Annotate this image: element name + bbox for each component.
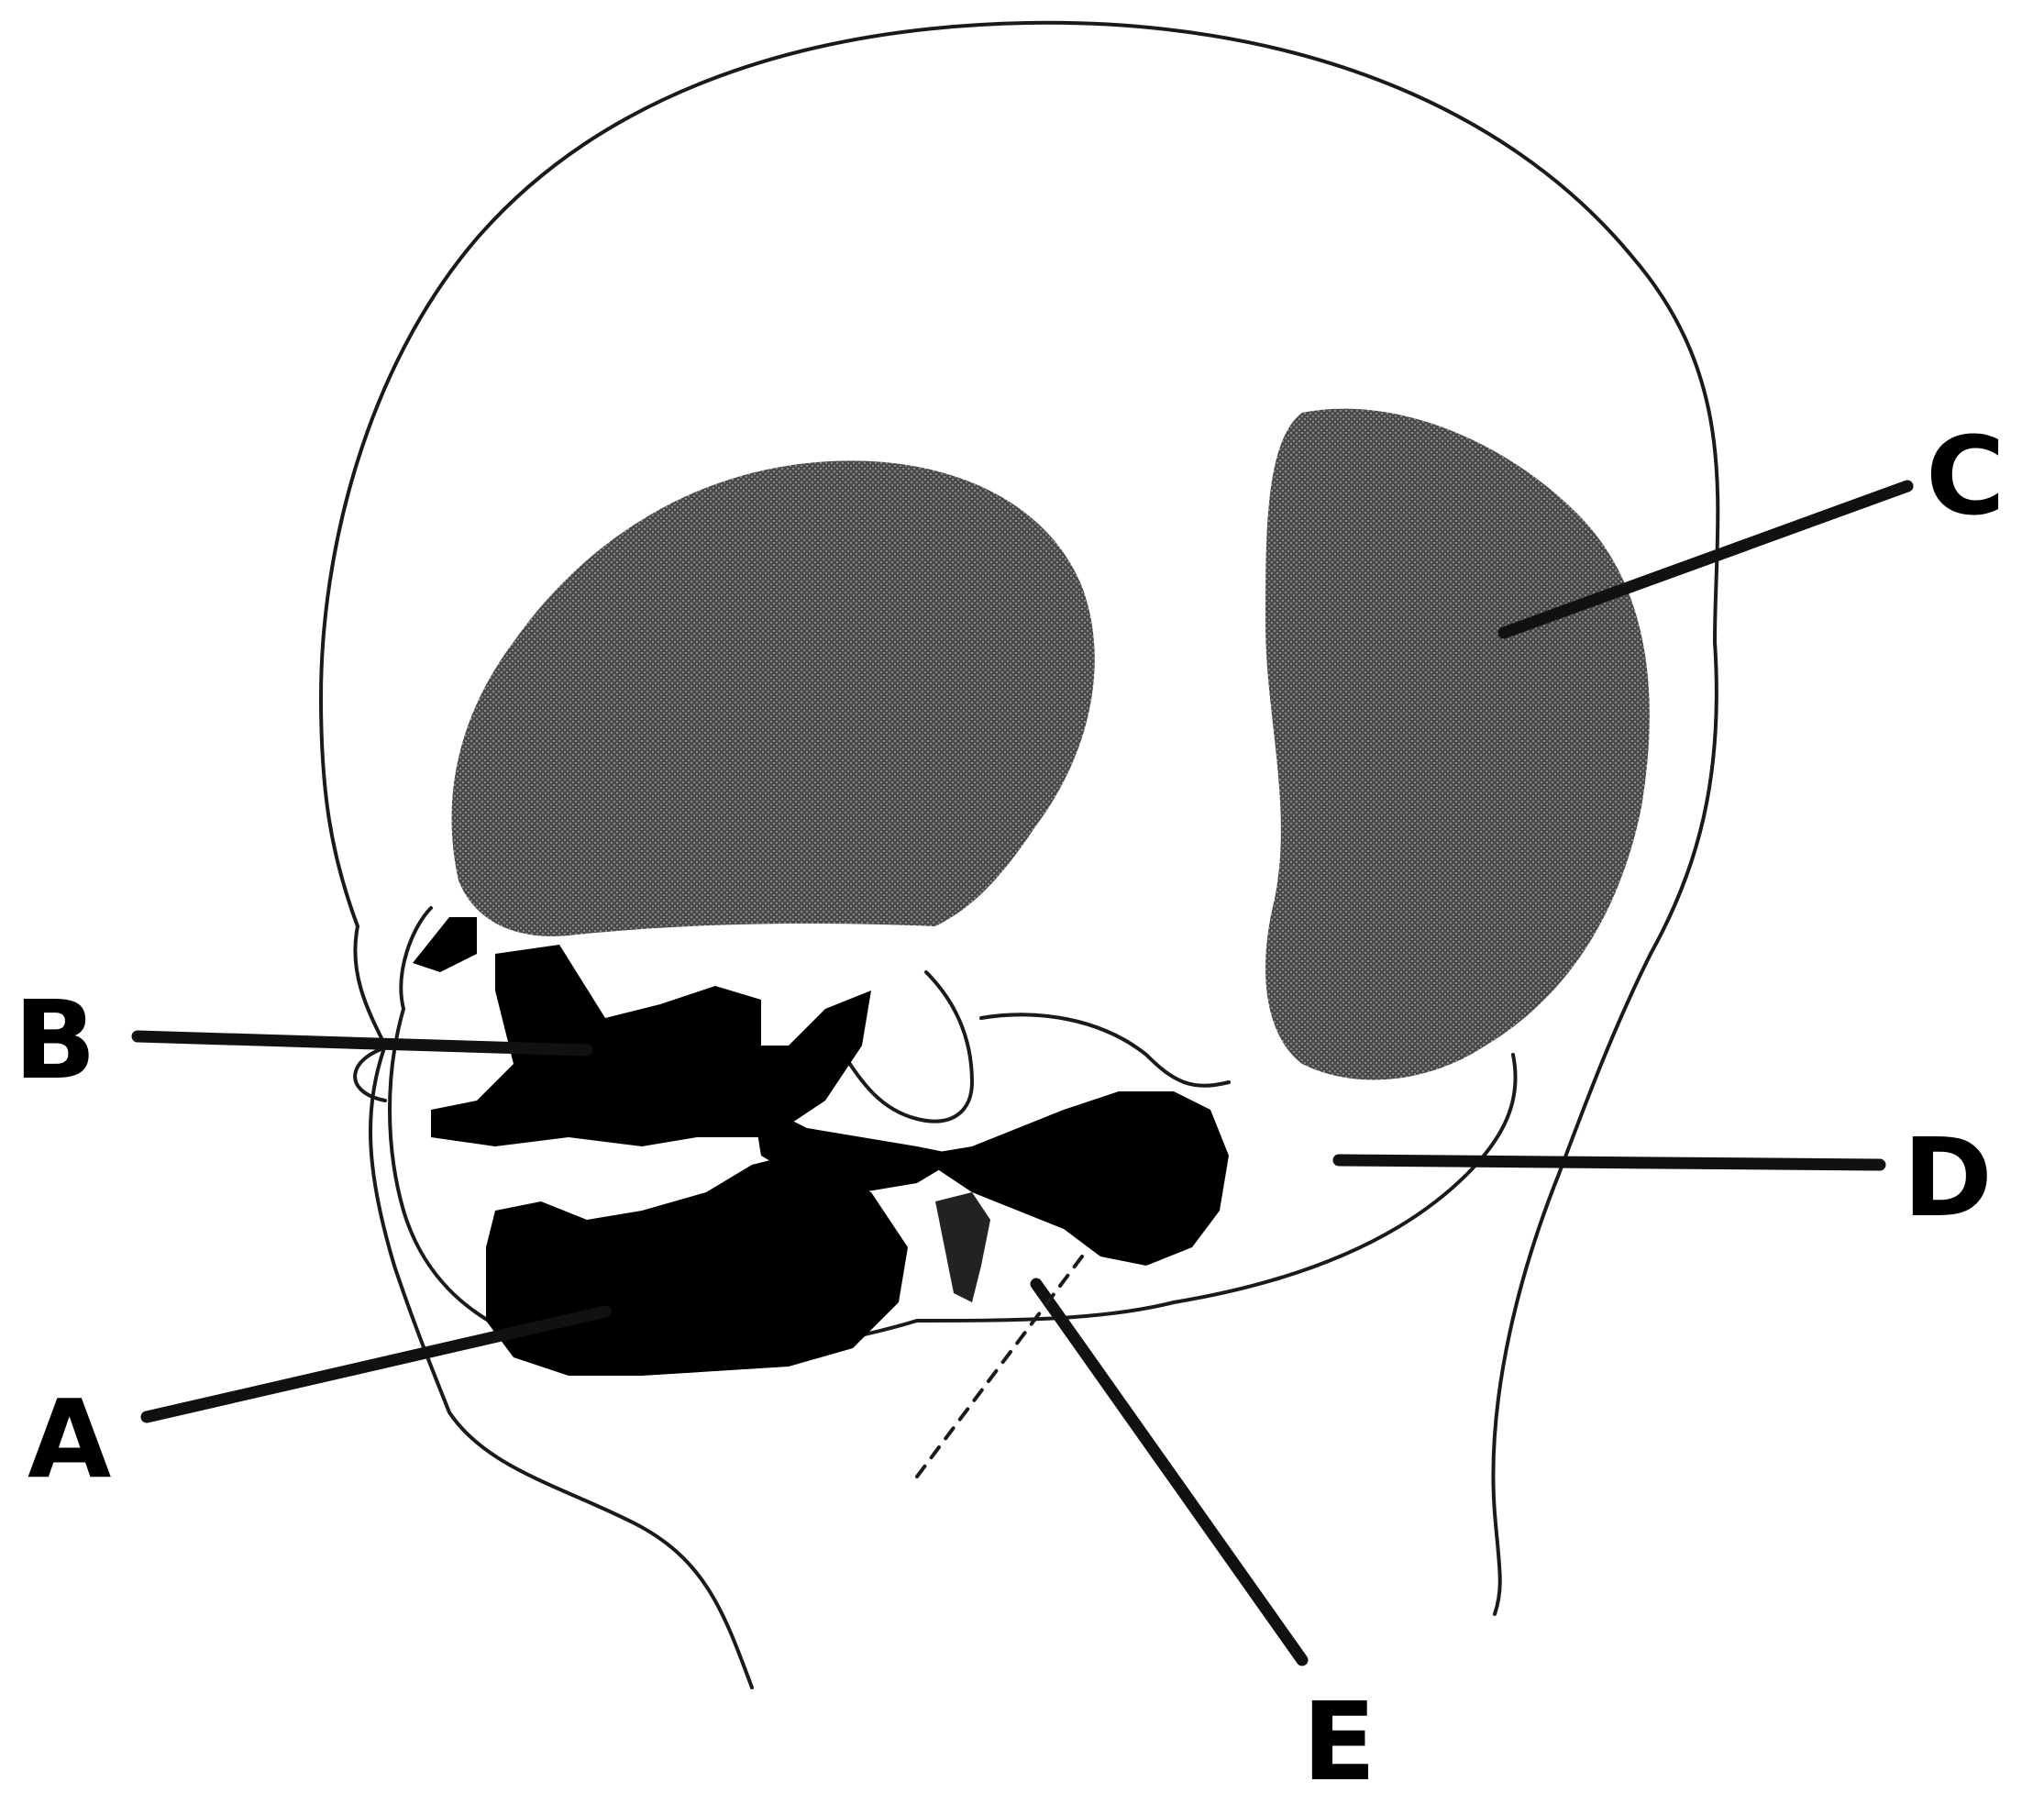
- leader-line-d: [1332, 1154, 1886, 1171]
- label-c: C: [1926, 413, 2005, 539]
- dark-structure-small: [413, 917, 477, 972]
- leader-line-a: [140, 1305, 612, 1423]
- label-e: E: [1302, 1678, 1376, 1804]
- dark-fragment: [935, 1192, 990, 1302]
- head-outline: [319, 20, 1720, 1689]
- lobe-c: [1265, 408, 1650, 1080]
- upper-lobe: [451, 460, 1095, 936]
- leader-line-c: [1497, 480, 1914, 639]
- leader-line-dashed: [915, 1255, 1084, 1478]
- label-b: B: [14, 977, 96, 1103]
- dark-structure-d: [917, 1091, 1229, 1266]
- dark-connector: [752, 1101, 963, 1192]
- leader-line-b: [131, 1030, 593, 1057]
- dark-structure-b: [431, 945, 871, 1146]
- label-a: A: [28, 1376, 111, 1502]
- ear-outline: [842, 970, 1231, 1123]
- label-d: D: [1903, 1114, 1993, 1241]
- leader-line-e: [1030, 1278, 1309, 1666]
